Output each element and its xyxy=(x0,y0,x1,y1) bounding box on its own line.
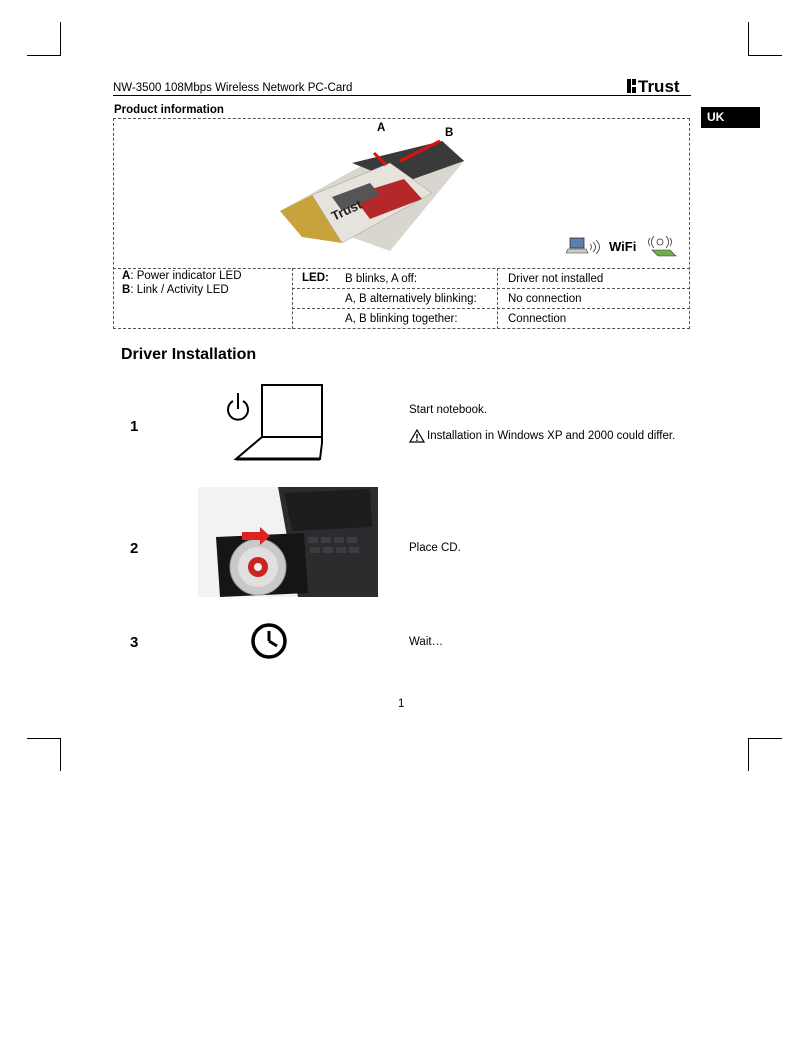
svg-text:WiFi: WiFi xyxy=(609,239,636,254)
svg-text:Trust: Trust xyxy=(638,77,680,95)
led-meaning: No connection xyxy=(508,293,582,305)
crop-mark-bottom-right-v xyxy=(748,738,749,771)
step-text: Start notebook. xyxy=(409,404,487,416)
legend-b: B: Link / Activity LED xyxy=(122,284,229,296)
step-text: Wait… xyxy=(409,636,444,648)
section-heading-driver-installation: Driver Installation xyxy=(121,346,257,363)
step-text: Place CD. xyxy=(409,542,461,554)
trust-logo: Trust xyxy=(627,77,680,95)
led-header: LED: xyxy=(302,272,329,284)
led-meaning: Driver not installed xyxy=(508,273,604,285)
step-number: 1 xyxy=(130,418,139,435)
language-tab: UK xyxy=(701,107,760,128)
warning-icon xyxy=(409,429,425,443)
pc-card-image: Trust xyxy=(280,139,464,251)
led-state: B blinks, A off: xyxy=(345,273,418,285)
notebook-illustration xyxy=(227,384,323,461)
crop-mark-top-left-v xyxy=(60,22,61,55)
crop-mark-bottom-left-v xyxy=(60,738,61,771)
label-a: A xyxy=(377,122,386,134)
crop-mark-top-left-h xyxy=(27,55,61,56)
step-warning: Installation in Windows XP and 2000 coul… xyxy=(409,429,675,443)
wifi-icons: WiFi xyxy=(566,235,677,257)
crop-mark-top-right-v xyxy=(748,22,749,55)
header-rule xyxy=(113,95,691,96)
laptop-wifi-icon xyxy=(566,237,600,255)
label-b: B xyxy=(445,127,454,139)
section-label-product-information: Product information xyxy=(114,104,224,116)
router-icon xyxy=(648,235,677,257)
power-icon xyxy=(227,393,249,421)
clock-icon xyxy=(251,623,287,659)
led-state: A, B alternatively blinking: xyxy=(345,293,477,305)
page-number: 1 xyxy=(398,698,405,710)
crop-mark-bottom-left-h xyxy=(27,738,61,739)
step-number: 2 xyxy=(130,540,139,557)
legend-a: A: Power indicator LED xyxy=(122,270,242,282)
step-number: 3 xyxy=(130,634,139,651)
crop-mark-bottom-right-h xyxy=(748,738,782,739)
cd-photo xyxy=(198,487,378,597)
led-meaning: Connection xyxy=(508,313,567,325)
document-title: NW-3500 108Mbps Wireless Network PC-Card xyxy=(113,82,353,94)
crop-mark-top-right-h xyxy=(748,55,782,56)
product-info-box xyxy=(113,118,690,329)
led-table xyxy=(113,268,690,329)
led-state: A, B blinking together: xyxy=(345,313,458,325)
